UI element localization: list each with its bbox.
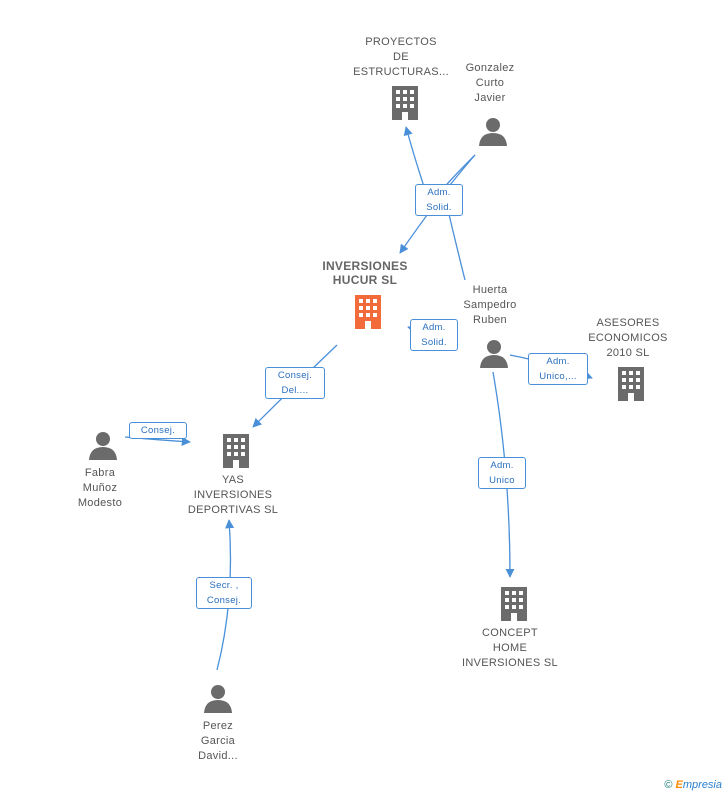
node-label-concept[interactable]: CONCEPT HOME INVERSIONES SL	[462, 627, 558, 669]
node-label-fabra[interactable]: Fabra Muñoz Modesto	[77, 467, 123, 509]
edge-label-fabra-yas: Consej.	[129, 422, 187, 439]
edge-label-huerta-asesores: Adm. Unico,...	[528, 353, 588, 385]
edge-label-huerta-adm-solid: Adm. Solid.	[410, 319, 458, 351]
node-label-huerta[interactable]: Huerta Sampedro Ruben	[463, 284, 517, 326]
brand-logo: Empresia	[675, 779, 722, 791]
node-label-perez[interactable]: Perez Garcia David...	[198, 720, 238, 762]
building-icon[interactable]	[615, 367, 647, 401]
node-label-asesores[interactable]: ASESORES ECONOMICOS 2010 SL	[588, 317, 668, 359]
edge-label-hucur-yas: Consej. Del....	[265, 367, 325, 399]
building-icon[interactable]	[498, 587, 530, 621]
building-icon[interactable]	[352, 295, 384, 329]
edge-label-huerta-concept: Adm. Unico	[478, 457, 526, 489]
person-icon[interactable]	[478, 116, 508, 146]
copyright-symbol: ©	[664, 779, 673, 791]
person-icon[interactable]	[479, 338, 509, 368]
node-label-gonzalez[interactable]: Gonzalez Curto Javier	[465, 62, 515, 104]
node-label-proyectos[interactable]: PROYECTOS DE ESTRUCTURAS...	[353, 36, 449, 78]
edge-label-perez-yas: Secr. , Consej.	[196, 577, 252, 609]
footer-brand: © Empresia	[664, 779, 722, 791]
edge-label-gonzalez-adm: Adm. Solid.	[415, 184, 463, 216]
building-icon[interactable]	[389, 86, 421, 120]
node-label-yas[interactable]: YAS INVERSIONES DEPORTIVAS SL	[187, 474, 279, 516]
node-label-hucur[interactable]: INVERSIONES HUCUR SL	[322, 259, 408, 287]
person-icon[interactable]	[203, 683, 233, 713]
person-icon[interactable]	[88, 430, 118, 460]
building-icon[interactable]	[220, 434, 252, 468]
